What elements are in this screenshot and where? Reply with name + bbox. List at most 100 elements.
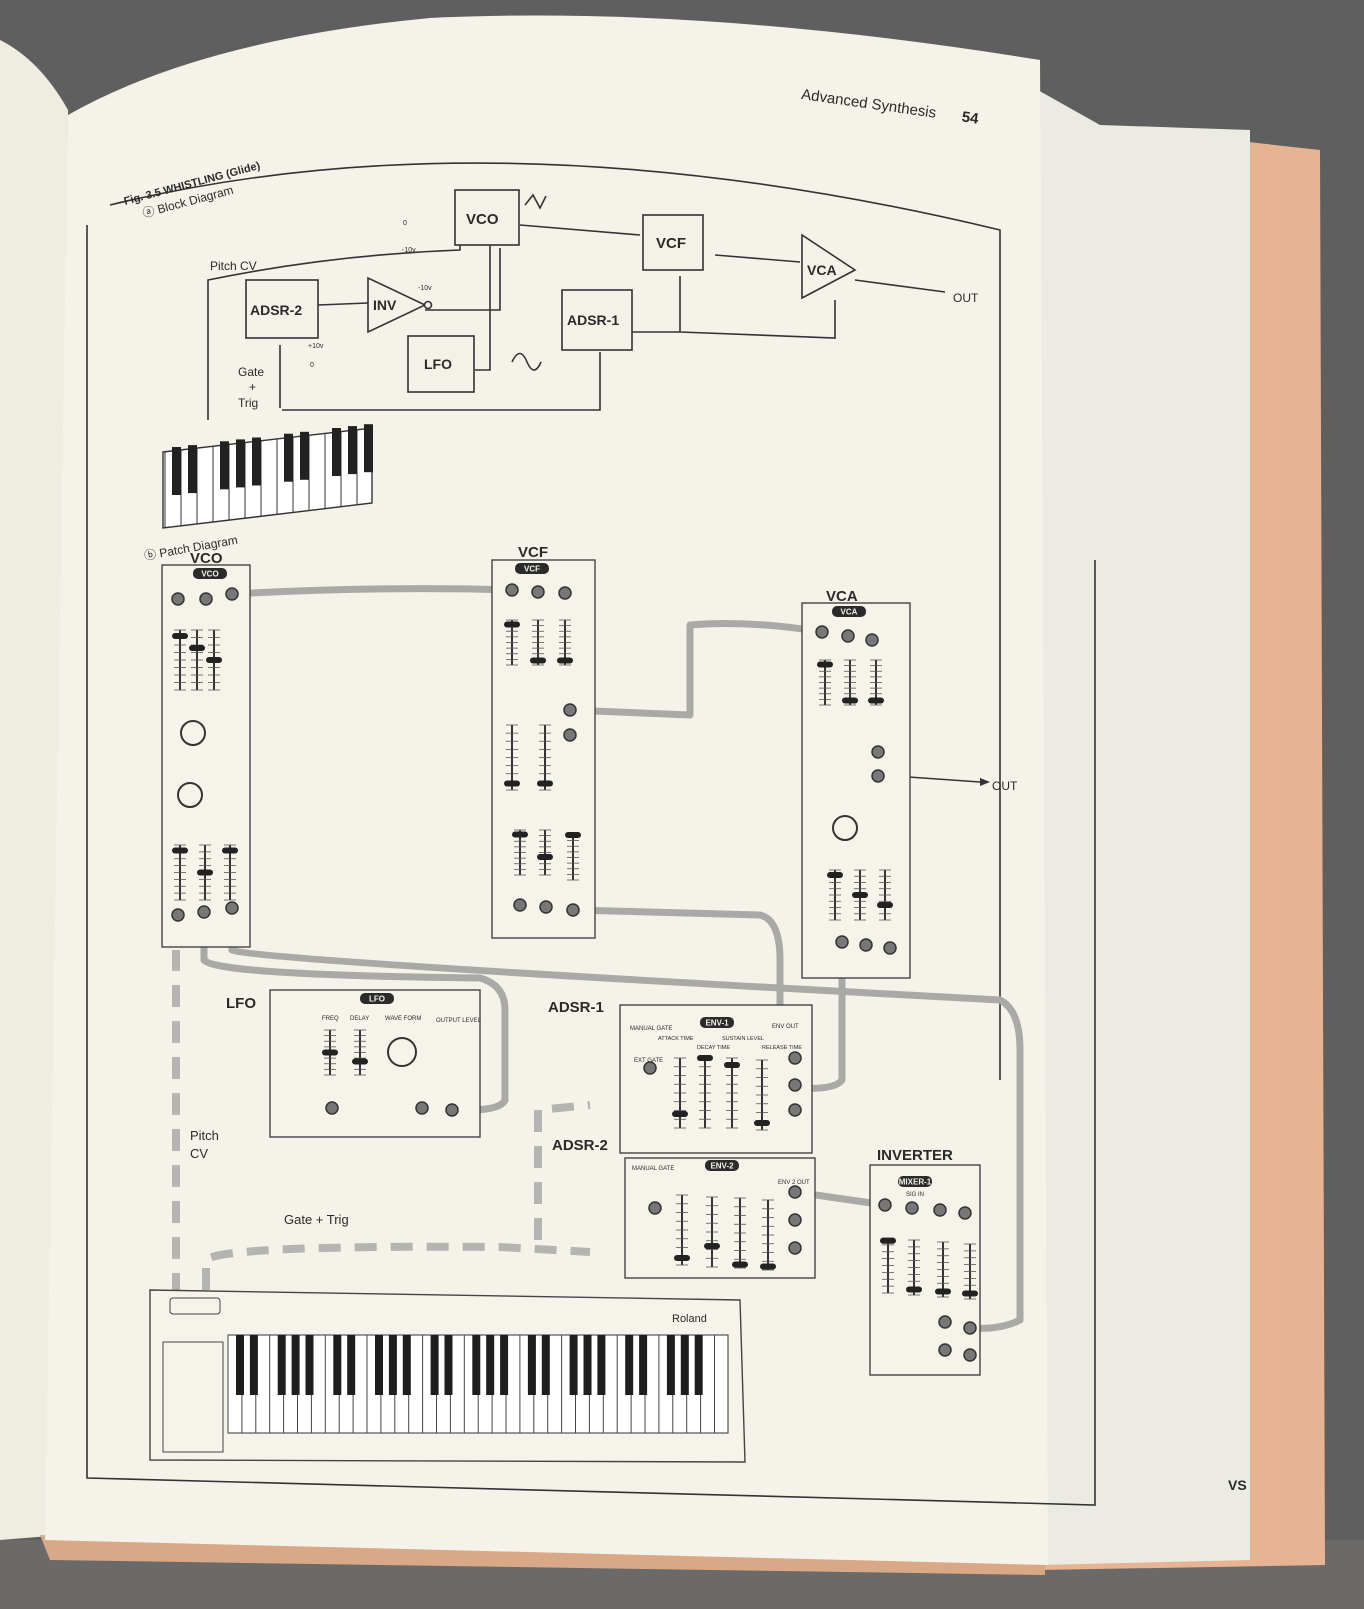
black-key <box>277 1335 286 1395</box>
jack-socket <box>171 592 185 606</box>
black-key <box>300 431 309 480</box>
jack-socket <box>958 1206 972 1220</box>
adsr1-block <box>561 289 633 351</box>
slider-knob <box>868 697 884 704</box>
vca-block <box>801 233 857 300</box>
vco-block <box>454 189 520 246</box>
jack-socket <box>531 585 545 599</box>
jack-socket <box>788 1051 802 1065</box>
black-key <box>220 441 229 490</box>
vcf-block <box>642 214 704 271</box>
slider-knob <box>935 1288 951 1295</box>
black-key <box>500 1335 509 1395</box>
sawtooth-wave-icon <box>524 193 547 210</box>
jack-socket <box>815 625 829 639</box>
inverter-module-title: INVERTER <box>877 1147 953 1164</box>
minus10v-label: -10v <box>402 247 416 254</box>
underlying-page <box>1020 80 1250 1565</box>
slider-knob <box>537 780 553 787</box>
module-badge <box>700 1017 734 1028</box>
jack-socket <box>513 898 527 912</box>
module-badge-label: ENV-2 <box>710 1162 734 1171</box>
black-key <box>305 1335 314 1395</box>
output-level-label: OUTPUT LEVEL <box>436 1018 482 1024</box>
release-label: RELEASE TIME <box>762 1045 802 1051</box>
jack-socket <box>566 903 580 917</box>
jack-socket <box>878 1198 892 1212</box>
slider-knob <box>842 697 858 704</box>
black-key <box>639 1335 648 1395</box>
inverter-panel <box>869 1164 981 1376</box>
black-key <box>375 1335 383 1395</box>
vca-block-label: VCA <box>807 262 837 278</box>
jack-socket <box>788 1241 802 1255</box>
edge-text: VS <box>1228 1477 1247 1493</box>
delay-label: DELAY <box>350 1016 369 1022</box>
jack-socket <box>415 1101 429 1115</box>
slider-knob <box>724 1062 740 1068</box>
decay-label: DECAY TIME <box>697 1045 730 1051</box>
vca-panel <box>801 602 911 979</box>
vco-module-title: VCO <box>190 550 223 567</box>
jack-socket <box>197 905 211 919</box>
slider-knob <box>504 780 520 787</box>
roland-keyboard: Roland <box>149 1289 746 1463</box>
jack-socket <box>225 901 239 915</box>
minus10v-label-2: -10v <box>418 285 432 292</box>
black-key <box>527 1335 536 1395</box>
module-badge <box>898 1176 932 1187</box>
module-badge-label: LFO <box>369 995 385 1004</box>
jack-socket <box>788 1103 802 1117</box>
vcf-module-title: VCF <box>518 544 548 561</box>
jack-socket <box>963 1321 977 1335</box>
patch-out-label: OUT <box>992 779 1018 793</box>
slider-knob <box>172 847 188 854</box>
pitch-cv-label: Pitch CV <box>210 259 257 273</box>
slider-knob <box>880 1237 896 1244</box>
block-out-label: OUT <box>953 291 979 305</box>
module-badge-label: ENV-1 <box>705 1019 729 1028</box>
black-key <box>236 1335 244 1395</box>
plus10v-label: +10v <box>308 343 324 350</box>
range-knob-icon <box>180 720 206 746</box>
jack-socket <box>643 1061 657 1075</box>
jack-socket <box>938 1315 952 1329</box>
black-key <box>388 1335 397 1395</box>
jack-socket <box>171 908 185 922</box>
black-key <box>694 1335 703 1395</box>
slider-knob <box>189 645 205 651</box>
waveform-knob-icon <box>387 1037 417 1067</box>
adsr2-block <box>245 279 319 339</box>
black-key <box>597 1335 606 1395</box>
module-badge-label: VCF <box>524 565 540 574</box>
black-key <box>332 428 341 476</box>
freq-label: FREQ <box>322 1016 339 1022</box>
gain-knob-icon <box>832 815 858 841</box>
module-badge <box>360 993 394 1004</box>
module-badge <box>193 568 227 579</box>
jack-socket <box>788 1078 802 1092</box>
jack-socket <box>539 900 553 914</box>
black-key <box>284 433 293 482</box>
jack-socket <box>938 1343 952 1357</box>
black-key <box>364 424 373 473</box>
jack-socket <box>859 938 873 952</box>
module-badge <box>515 563 549 574</box>
module-badge-label: MIXER-1 <box>899 1178 932 1187</box>
black-key <box>236 439 245 488</box>
slider-knob <box>565 832 581 838</box>
black-key <box>430 1335 439 1395</box>
cv-label: CV <box>190 1146 208 1161</box>
slider-knob <box>827 872 843 878</box>
jack-socket <box>865 633 879 647</box>
black-key <box>252 437 261 486</box>
page-number: 54 <box>961 109 981 128</box>
slider-knob <box>322 1049 338 1056</box>
black-key <box>680 1335 689 1395</box>
black-key <box>188 445 197 494</box>
module-badge <box>705 1160 739 1171</box>
adsr2-panel <box>624 1157 816 1279</box>
slider-knob <box>172 633 188 639</box>
